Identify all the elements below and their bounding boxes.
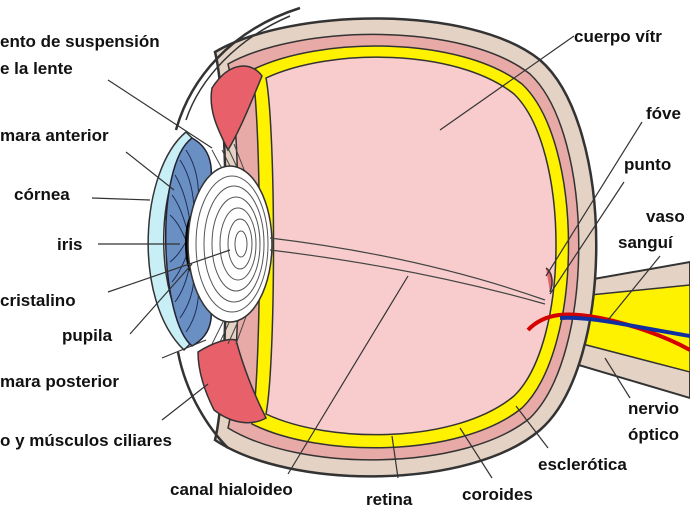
label-retina: retina — [366, 490, 413, 509]
vitreous-body — [265, 56, 557, 436]
label-blind-spot: punto — [624, 155, 671, 174]
label-anterior-chamber: mara anterior — [0, 126, 109, 145]
upper-eyelid — [174, 6, 301, 131]
label-optic-nerve-line2: óptico — [628, 425, 679, 444]
ciliary-body-lower — [197, 338, 267, 424]
label-vitreous-body: cuerpo vítr — [574, 27, 662, 46]
leader-lines — [91, 35, 661, 479]
label-suspensory-ligament-line2: e la lente — [0, 59, 73, 78]
label-blood-vessels-line2: sanguí — [618, 233, 674, 252]
upper-eyelid-inner — [185, 15, 291, 121]
label-fovea: fóve — [646, 104, 681, 123]
label-blood-vessels-line1: vaso — [646, 207, 685, 226]
lens-rings — [195, 175, 269, 313]
label-suspensory-ligament-line1: ento de suspensión — [0, 32, 160, 51]
label-posterior-chamber: mara posterior — [0, 372, 119, 391]
label-pupil: pupila — [62, 326, 113, 345]
label-ciliary: o y músculos ciliares — [0, 431, 172, 450]
blood-vessel-artery — [526, 312, 690, 352]
lens — [187, 165, 273, 323]
label-optic-nerve-line1: nervio — [628, 399, 679, 418]
label-cornea: córnea — [14, 185, 70, 204]
blood-vessel-vein — [559, 315, 690, 338]
label-choroid: coroides — [462, 485, 533, 504]
lower-eyelid — [176, 351, 229, 449]
ciliary-body-upper — [210, 65, 263, 152]
label-hyaloid-canal: canal hialoideo — [170, 480, 293, 499]
hyaloid-canal — [269, 237, 546, 305]
label-lens: cristalino — [0, 291, 76, 310]
label-iris: iris — [57, 235, 83, 254]
label-sclera: esclerótica — [538, 455, 627, 474]
